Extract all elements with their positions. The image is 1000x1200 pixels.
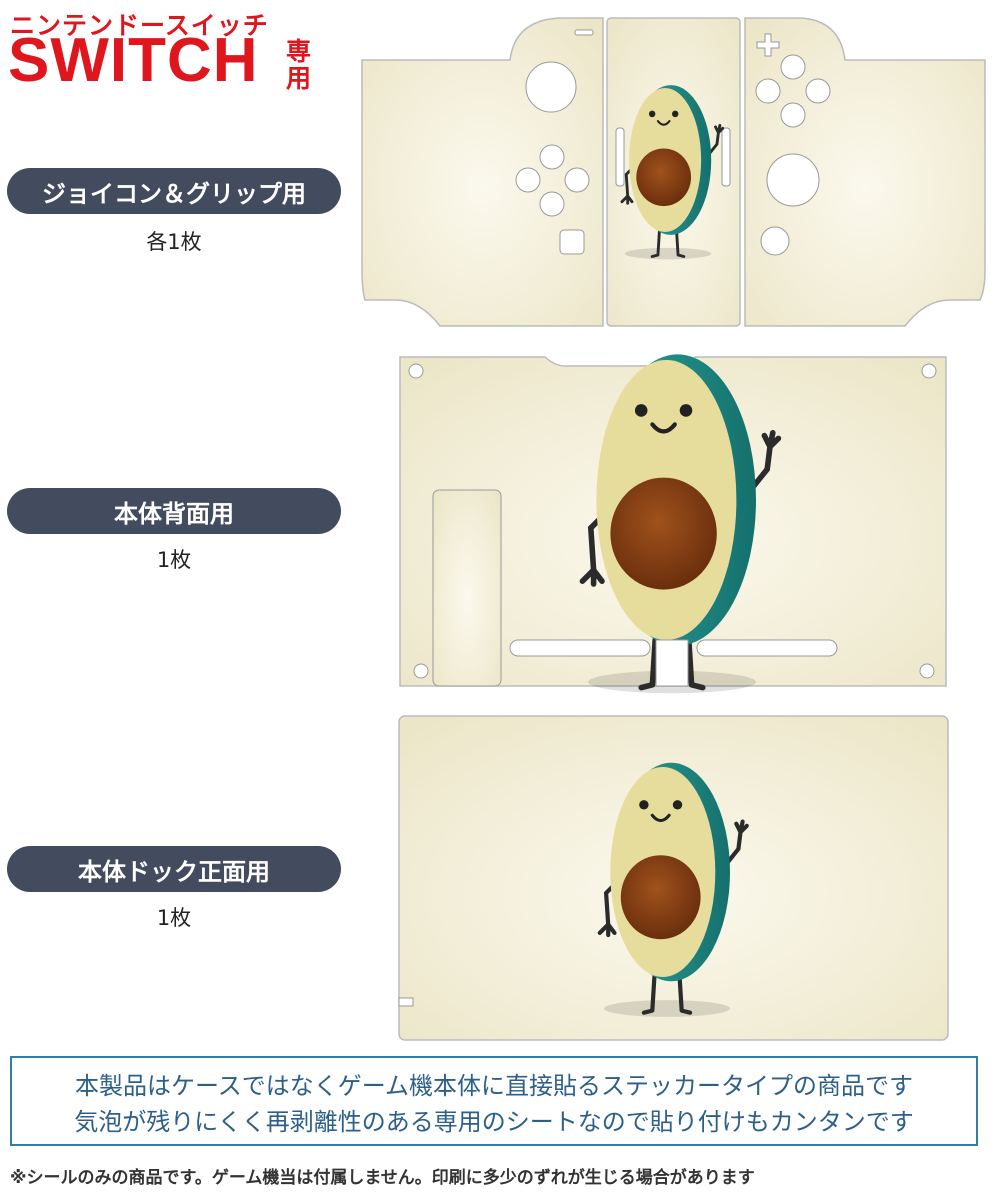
section-label-joycon: ジョイコン＆グリップ用 bbox=[7, 168, 341, 214]
notice-line-2: 気泡が残りにくく再剥離性のある専用のシートなので貼り付けもカンタンです bbox=[74, 1108, 914, 1136]
section-label-dock: 本体ドック正面用 bbox=[7, 846, 341, 892]
section-qty-joycon: 各1枚 bbox=[146, 230, 202, 254]
section-qty-dock: 1枚 bbox=[156, 906, 192, 930]
dock-front-skin bbox=[398, 715, 949, 1041]
brand-name: SWITCH bbox=[8, 26, 259, 95]
footnote: ※シールのみの商品です。ゲーム機当は付属しません。印刷に多少のずれが生じる場合が… bbox=[10, 1168, 755, 1188]
console-back-skin bbox=[399, 354, 947, 693]
notice-line-1: 本製品はケースではなくゲーム機本体に直接貼るステッカータイプの商品です bbox=[74, 1072, 914, 1100]
product-notice: 本製品はケースではなくゲーム機本体に直接貼るステッカータイプの商品です 気泡が残… bbox=[10, 1056, 978, 1146]
brand-katakana: ニンテンドースイッチ bbox=[10, 11, 269, 40]
brand-suffix: 専用 bbox=[286, 37, 312, 93]
joycon-grip-skin bbox=[361, 17, 986, 327]
product-illustrations bbox=[361, 17, 986, 1041]
section-label-back: 本体背面用 bbox=[7, 488, 341, 534]
section-qty-back: 1枚 bbox=[156, 548, 192, 572]
